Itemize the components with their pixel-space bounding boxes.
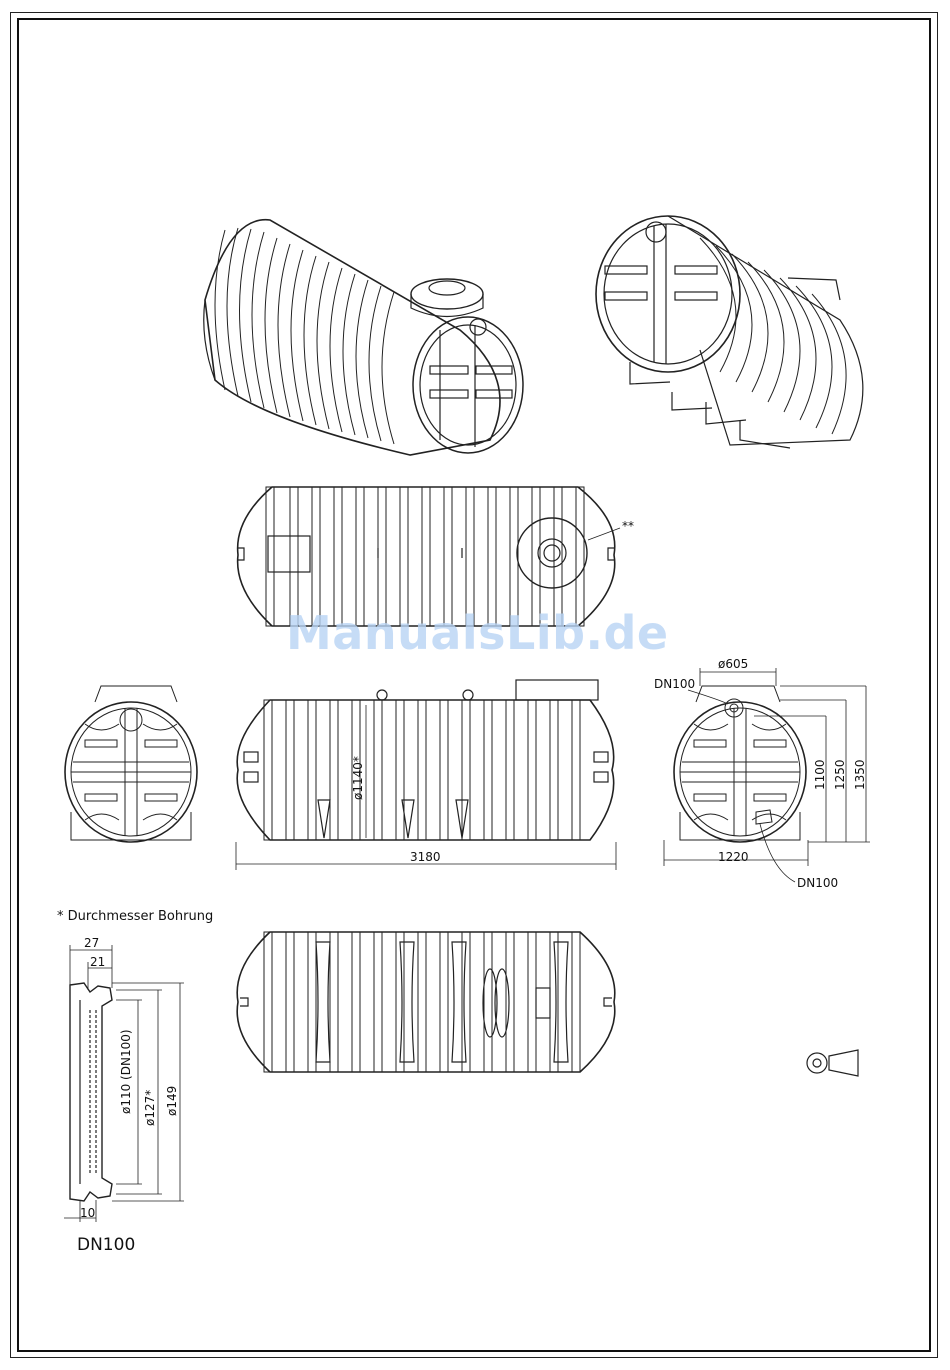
end-view-right: [674, 686, 806, 842]
iso-view-right: [596, 216, 863, 448]
height-1100-label: 1100: [814, 759, 826, 790]
height-1350-label: 1350: [854, 759, 866, 790]
diameter-149-label: ø149: [166, 1086, 178, 1116]
bottom-view: [237, 932, 615, 1072]
diameter-127-label: ø127*: [144, 1090, 156, 1126]
footnote: * Durchmesser Bohrung: [57, 910, 213, 923]
seal-icon: [807, 1050, 858, 1076]
dn100-bottom-label: DN100: [797, 877, 838, 889]
dim-21-label: 21: [90, 956, 105, 968]
width-1220-label: 1220: [718, 851, 749, 863]
diameter-110-label: ø110 (DN100): [120, 1029, 132, 1114]
length-3180-label: 3180: [410, 851, 441, 863]
side-view: [236, 680, 616, 870]
double-asterisk-note: **: [622, 520, 634, 532]
dn100-top-label: DN100: [654, 678, 695, 690]
iso-view-left: [204, 220, 523, 455]
dn100-detail-title: DN100: [77, 1237, 135, 1254]
diameter-1140-label: ø1140*: [352, 756, 364, 800]
end-view-left: [65, 686, 197, 842]
diameter-605-label: ø605: [718, 658, 748, 670]
height-1250-label: 1250: [834, 759, 846, 790]
watermark: ManualsLib.de: [286, 606, 669, 660]
dim-27-label: 27: [84, 937, 99, 949]
dim-10-label: 10: [80, 1207, 95, 1219]
